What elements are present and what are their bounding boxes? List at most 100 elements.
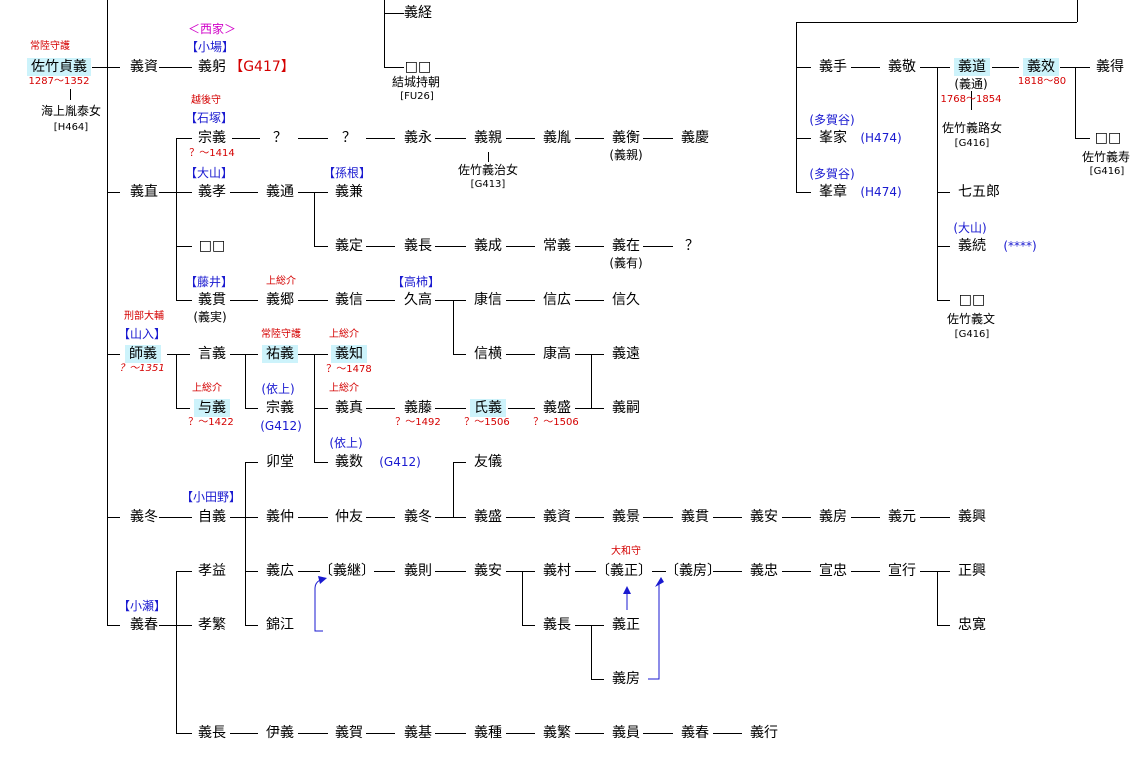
node-yoshizane: 義真: [335, 400, 363, 416]
house-iue-2: (依上): [329, 436, 363, 450]
node-iyoshi: 伊義: [266, 725, 294, 741]
node-yoshioki: 義興: [958, 509, 986, 525]
node-yoyoshi: 与義: [194, 399, 230, 417]
node-yoshitaka-oyama: 義孝: [198, 184, 226, 200]
node-yoshitane: 義種: [474, 725, 502, 741]
node-yoshihiro: 義広: [266, 563, 294, 579]
node-q-end: ？: [685, 238, 699, 254]
node-yoshikage: 義景: [612, 509, 640, 525]
node-shichigoro: 七五郎: [958, 184, 1000, 200]
node-yoshimasa: 義正: [612, 617, 640, 633]
title-hitachi-shugo: 常陸守護: [30, 41, 70, 52]
node-yoshinaga-2: 義長: [404, 238, 432, 254]
wife-satake-1: 佐竹義治女: [457, 163, 519, 177]
node-sengyo: 宣行: [888, 563, 916, 579]
arrow-head: [655, 577, 664, 587]
house-oyama-2: (大山): [953, 221, 987, 235]
arrow-head: [318, 576, 327, 584]
dates-yoshikou: 1818～80: [1017, 76, 1067, 87]
wife-satake-2: 佐竹義路女: [941, 121, 1003, 135]
node-koeki: 孝益: [198, 563, 226, 579]
node-senchu: 宣忠: [819, 563, 847, 579]
node-chukan: 忠寛: [958, 617, 986, 633]
node-yoshiari: 義在: [612, 238, 640, 254]
house-iue-1: (依上): [261, 382, 295, 396]
dates-moroyoshi: ？～1351: [119, 363, 165, 374]
wife-satake-4: 佐竹義文: [946, 312, 996, 326]
title-kazusa-2: 上総介: [329, 329, 359, 340]
node-yoshiyoshi: 義慶: [681, 130, 709, 146]
dates-yoshimichi: 1768～1854: [940, 94, 1002, 105]
title-yamato: 大和守: [611, 546, 641, 557]
title-hitachi-shugo-2: 常陸守護: [261, 329, 301, 340]
ref-h474-1: (H474): [860, 131, 902, 145]
node-yoshitsugu-b: 〔義継〕: [319, 563, 375, 579]
node-yoshitsugu-1: 義嗣: [612, 400, 640, 416]
node-yoshiyasu-2: 義安: [474, 563, 502, 579]
node-yoshisuke: 義資: [130, 59, 158, 75]
ref-fu26: [FU26]: [400, 91, 434, 102]
node-yoshinobu: 義信: [335, 292, 363, 308]
node-yoshinaga-3: 義長: [543, 617, 571, 633]
ref-g416-2: [G416]: [1089, 166, 1125, 177]
node-yoshikou: 義效: [1023, 58, 1059, 76]
node-yoshikane: 義兼: [335, 184, 363, 200]
wife-unakami: 海上胤泰女: [40, 104, 102, 118]
node-ujiyoshi: 氏義: [470, 399, 506, 417]
house-fujii: 【藤井】: [184, 275, 234, 289]
house-magone: 【孫根】: [322, 166, 372, 180]
node-mineaki: 峯章: [819, 184, 847, 200]
ref-g412-2: (G412): [379, 455, 421, 469]
dates-ujiyoshi: ？～1506: [464, 417, 510, 428]
node-yoshitaka-2: 義敬: [888, 59, 916, 75]
node-yoshitsura: 義貫: [198, 292, 226, 308]
wife-satake-3: 佐竹義寿: [1081, 150, 1131, 164]
house-ishizuka: 【石塚】: [184, 111, 234, 125]
node-yoshifusa-b: 〔義房〕: [665, 563, 721, 579]
node-chuyu: 仲友: [335, 509, 363, 525]
ref-g412-1: (G412): [260, 419, 302, 433]
node-yoshifuji: 義藤: [404, 400, 432, 416]
node-yoshite: 義手: [819, 59, 847, 75]
node-yoshifusa-2: 義房: [612, 671, 640, 687]
node-box-naoko: □□: [198, 238, 226, 254]
node-muneyoshi-ishi: 宗義: [198, 130, 226, 146]
node-box-r4: □□: [958, 292, 986, 308]
node-yoshimichi-2: 義道: [954, 58, 990, 76]
node-q-left: ？: [273, 130, 287, 146]
node-yoshitada: 義忠: [750, 563, 778, 579]
house-takagaki: 【高柿】: [391, 275, 441, 289]
node-sadayoshi: 佐竹貞義: [27, 58, 91, 76]
node-yoshiharu-1: 義春: [130, 617, 158, 633]
node-yoshichika: 義親: [474, 130, 502, 146]
node-yoshitsune: 義経: [404, 5, 432, 21]
node-yoshimura: 義村: [543, 563, 571, 579]
node-mineie: 峯家: [819, 130, 847, 146]
node-yoshimichi: 義通: [266, 184, 294, 200]
adoption-arrow: [314, 579, 323, 632]
node-yoshihira: 義衡: [612, 130, 640, 146]
ref-h464: [H464]: [53, 122, 89, 133]
node-yoshitaka-1: 義胤: [543, 130, 571, 146]
node-tsuneyoshi: 常義: [543, 238, 571, 254]
ref-g417: 【G417】: [229, 59, 295, 75]
node-yoshitsuna: 義続: [958, 238, 986, 254]
node-yoshito: 義遠: [612, 346, 640, 362]
node-sukeyoshi: 祐義: [262, 345, 298, 363]
title-kazusa-1: 上総介: [266, 276, 296, 287]
alias-yoshichika: (義親): [609, 148, 643, 162]
node-yoshifuyu-2: 義冬: [404, 509, 432, 525]
title-echigo: 越後守: [191, 95, 221, 106]
house-nishike: ＜西家＞: [187, 22, 237, 36]
node-yoshikazu: 義数: [335, 454, 363, 470]
house-oba: 【小場】: [185, 40, 235, 54]
house-tagaya-1: (多賀谷): [809, 113, 855, 127]
dates-sadayoshi: 1287～1352: [28, 76, 90, 87]
node-yoshinao: 義直: [130, 184, 158, 200]
node-yoshitomo: 義知: [331, 345, 367, 363]
node-yoshimasa-b: 〔義正〕: [596, 563, 652, 579]
title-gyobu: 刑部大輔: [124, 311, 164, 322]
node-box-r3: □□: [1094, 130, 1122, 146]
arrow-head: [623, 586, 631, 594]
